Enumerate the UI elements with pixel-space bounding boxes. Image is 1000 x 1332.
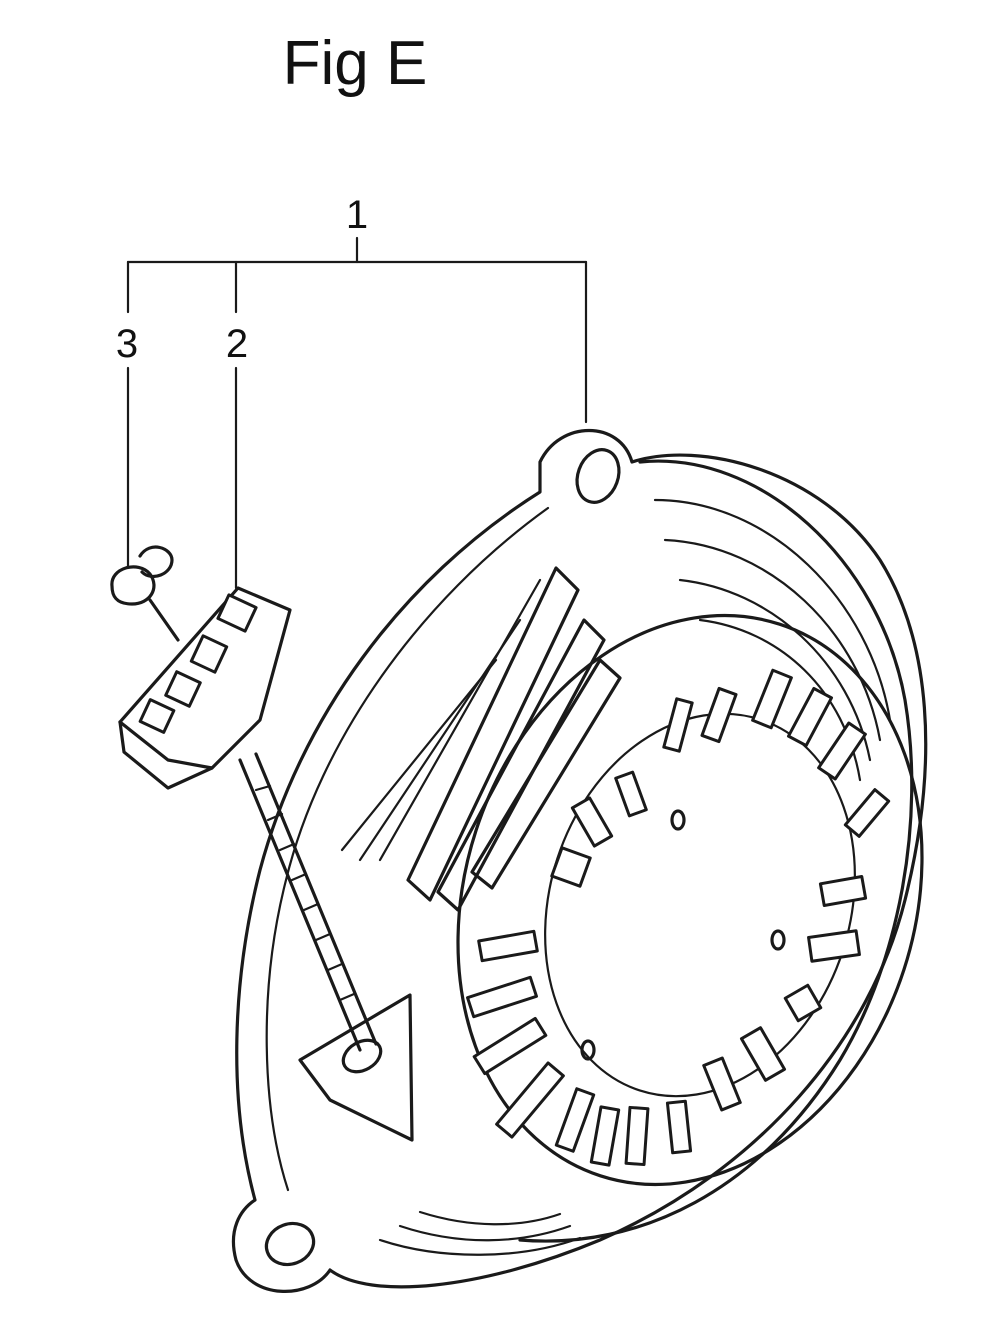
callout-label-3: 3: [115, 322, 139, 366]
callout-label-1: 1: [345, 193, 369, 237]
leader-lines: [126, 236, 588, 590]
mounting-hole-top: [575, 448, 621, 504]
callout-label-2: 2: [225, 322, 249, 366]
figure-title: Fig E: [282, 29, 428, 98]
flange-fins: [340, 566, 622, 912]
rope-guide: [298, 993, 414, 1142]
cover-side-outline: [518, 459, 914, 1243]
mounting-hole-bottom: [264, 1221, 316, 1267]
rope-guide-eyelet: [341, 1038, 383, 1074]
face-hole-3: [580, 1039, 596, 1061]
rope-guide-edge: [298, 1058, 332, 1102]
recoil-starter-assembly-icon: [231, 429, 928, 1293]
face-hole-2: [770, 929, 786, 951]
starter-grip-handle-icon: [118, 586, 292, 790]
housing-flange-outline: [231, 429, 928, 1293]
housing-flange-inner-edge: [265, 506, 550, 1192]
rope-knot-icon: [110, 545, 180, 642]
cover-side-line-c: [678, 578, 872, 762]
cover-side-line-b: [663, 538, 882, 742]
cover-vent-slots: [466, 668, 891, 1167]
face-hole-1: [670, 809, 686, 831]
starter-rope: [238, 752, 378, 1052]
cover-face-outline: [456, 613, 924, 1187]
cover-side-line-a: [653, 498, 892, 722]
bottom-fins: [378, 1210, 582, 1256]
